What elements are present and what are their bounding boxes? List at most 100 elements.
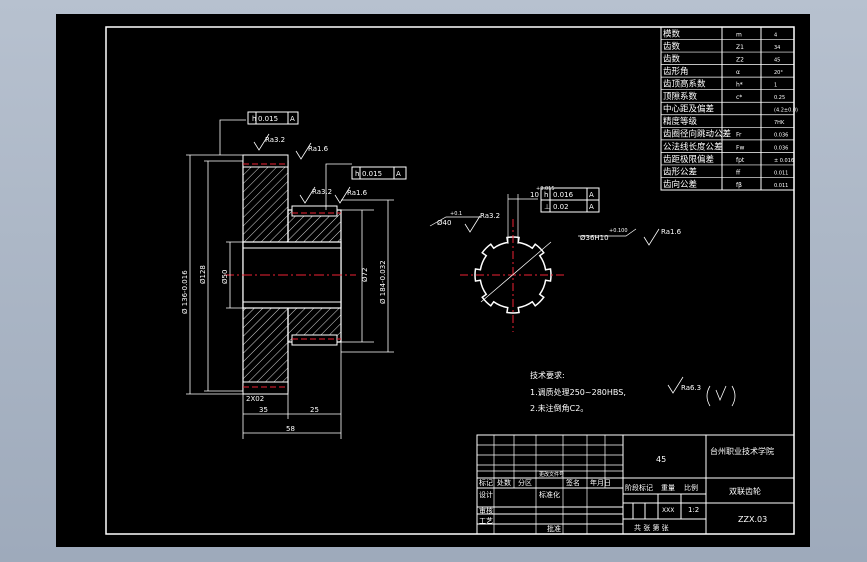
tolerance-frame-spline: h ⊥ 0.016 A 0.02 A — [540, 187, 600, 213]
param-symbol: Z1 — [736, 44, 744, 51]
tb-scale-label: 比例 — [684, 483, 698, 492]
dim-outer-large: Ø 136-0.016 — [181, 270, 189, 314]
tb-header-date: 年月日 — [590, 478, 611, 487]
roughness-label: Ra3.2 — [480, 212, 500, 220]
tb-sheets: 共 张 第 张 — [634, 523, 669, 532]
spline-inner-dia: Ø36H10 — [580, 234, 609, 242]
tb-scale-value: 1:2 — [688, 506, 699, 514]
tb-header-sign: 签名 — [566, 478, 580, 487]
spline-sup: +0.015 — [536, 186, 555, 192]
param-name: 公法线长度公差 — [663, 141, 723, 152]
param-name: 齿向公差 — [663, 179, 697, 190]
param-symbol: α — [736, 69, 740, 76]
param-value: 4 — [774, 32, 777, 38]
roughness-label: Ra1.6 — [661, 228, 682, 236]
param-name: 齿圈径向跳动公差 — [663, 129, 731, 140]
spline-end-view — [429, 194, 637, 332]
param-name: 中心距及偏差 — [663, 104, 714, 115]
spline-sup: +0.1 — [450, 211, 462, 217]
tolerance-frame-mid: h 0.015 A — [351, 166, 407, 180]
tolerance-value: 0.015 — [362, 170, 382, 178]
tb-stage: 阶段标记 — [625, 483, 653, 492]
dim-d128: Ø128 — [199, 265, 207, 284]
dim-d50: Ø50 — [221, 270, 229, 284]
gear-section-view — [224, 154, 356, 395]
param-value: 45 — [774, 57, 780, 63]
svg-text:h: h — [544, 191, 548, 199]
param-value: 0.25 — [774, 95, 785, 101]
param-symbol: c* — [736, 94, 742, 101]
spline-width: 10 — [530, 191, 539, 199]
roughness-label: Ra3.2 — [265, 136, 285, 144]
material: 45 — [656, 455, 666, 464]
tb-header-docno: 更改文件号 — [539, 471, 564, 478]
svg-text:h: h — [355, 170, 359, 178]
param-symbol: Z2 — [736, 56, 744, 63]
param-value: 0.036 — [774, 133, 788, 139]
param-value: ± 0.016 — [774, 158, 794, 164]
param-value: 34 — [774, 45, 780, 51]
param-name: 精度等级 — [663, 116, 698, 127]
param-symbol: Fw — [736, 144, 744, 151]
dim-25: 25 — [310, 406, 319, 414]
param-value: 0.011 — [774, 183, 788, 189]
tb-standard: 标准化 — [539, 490, 560, 499]
general-roughness-symbol — [667, 376, 736, 407]
param-value: 1 — [774, 83, 777, 89]
param-value: (4.2±0.0) — [774, 108, 798, 114]
tech-req-line: 1.调质处理250~280HBS, — [530, 387, 626, 397]
param-name: 齿距极限偏差 — [663, 154, 714, 165]
param-name: 模数 — [663, 28, 681, 39]
param-symbol: m — [736, 31, 742, 38]
tech-req-title: 技术要求: — [530, 370, 565, 380]
title-block — [476, 434, 795, 535]
tb-process: 工艺 — [479, 517, 493, 525]
tb-weight: 重量 — [661, 484, 675, 492]
school-name: 台州职业技术学院 — [710, 446, 774, 456]
tolerance-value: 0.016 — [553, 191, 574, 199]
drawing-name: 双联齿轮 — [729, 486, 761, 496]
spline-profile — [474, 236, 552, 314]
tolerance-value: 0.02 — [553, 203, 569, 211]
param-value: 0.011 — [774, 170, 788, 176]
tb-header-zone: 分区 — [518, 478, 532, 487]
drawing-frame — [105, 26, 795, 535]
dim-35: 35 — [259, 406, 268, 414]
tolerance-value: 0.015 — [258, 115, 278, 123]
svg-text:h: h — [252, 115, 256, 123]
tolerance-datum: A — [589, 191, 594, 199]
drawing-number: ZZX.03 — [738, 515, 767, 524]
tb-header-mark: 标记 — [479, 478, 493, 487]
section-dimensions — [186, 119, 394, 439]
param-name: 齿顶高系数 — [663, 79, 706, 90]
param-symbol: h* — [736, 82, 743, 89]
tolerance-datum: A — [290, 115, 295, 123]
param-value: 7HK — [774, 120, 785, 126]
roughness-label: Ra3.2 — [312, 188, 332, 196]
param-symbol: Fr — [736, 132, 742, 139]
tolerance-frame-top: h 0.015 A — [247, 111, 299, 125]
svg-text:⊥: ⊥ — [544, 203, 550, 211]
param-value: 20° — [774, 70, 783, 76]
roughness-symbols-spline — [464, 215, 660, 246]
tolerance-datum: A — [396, 170, 401, 178]
tb-header-count: 处数 — [497, 478, 511, 487]
param-value: 0.036 — [774, 145, 788, 151]
tb-design: 设计 — [479, 490, 493, 499]
tb-approve: 批准 — [547, 524, 561, 533]
roughness-label: Ra6.3 — [681, 384, 701, 392]
spline-outer-dia: Ø40 — [437, 219, 451, 227]
param-symbol: fβ — [736, 182, 742, 189]
tb-xxx: XXX — [662, 507, 674, 514]
spline-sup: +0.100 — [609, 228, 628, 234]
chamfer-label: 2X02 — [246, 395, 264, 403]
param-name: 齿形公差 — [663, 166, 697, 177]
roughness-label: Ra1.6 — [347, 189, 368, 197]
dim-58: 58 — [286, 425, 295, 433]
dim-outer-small: Ø 184-0.032 — [379, 260, 387, 304]
param-symbol: fpt — [736, 157, 745, 164]
